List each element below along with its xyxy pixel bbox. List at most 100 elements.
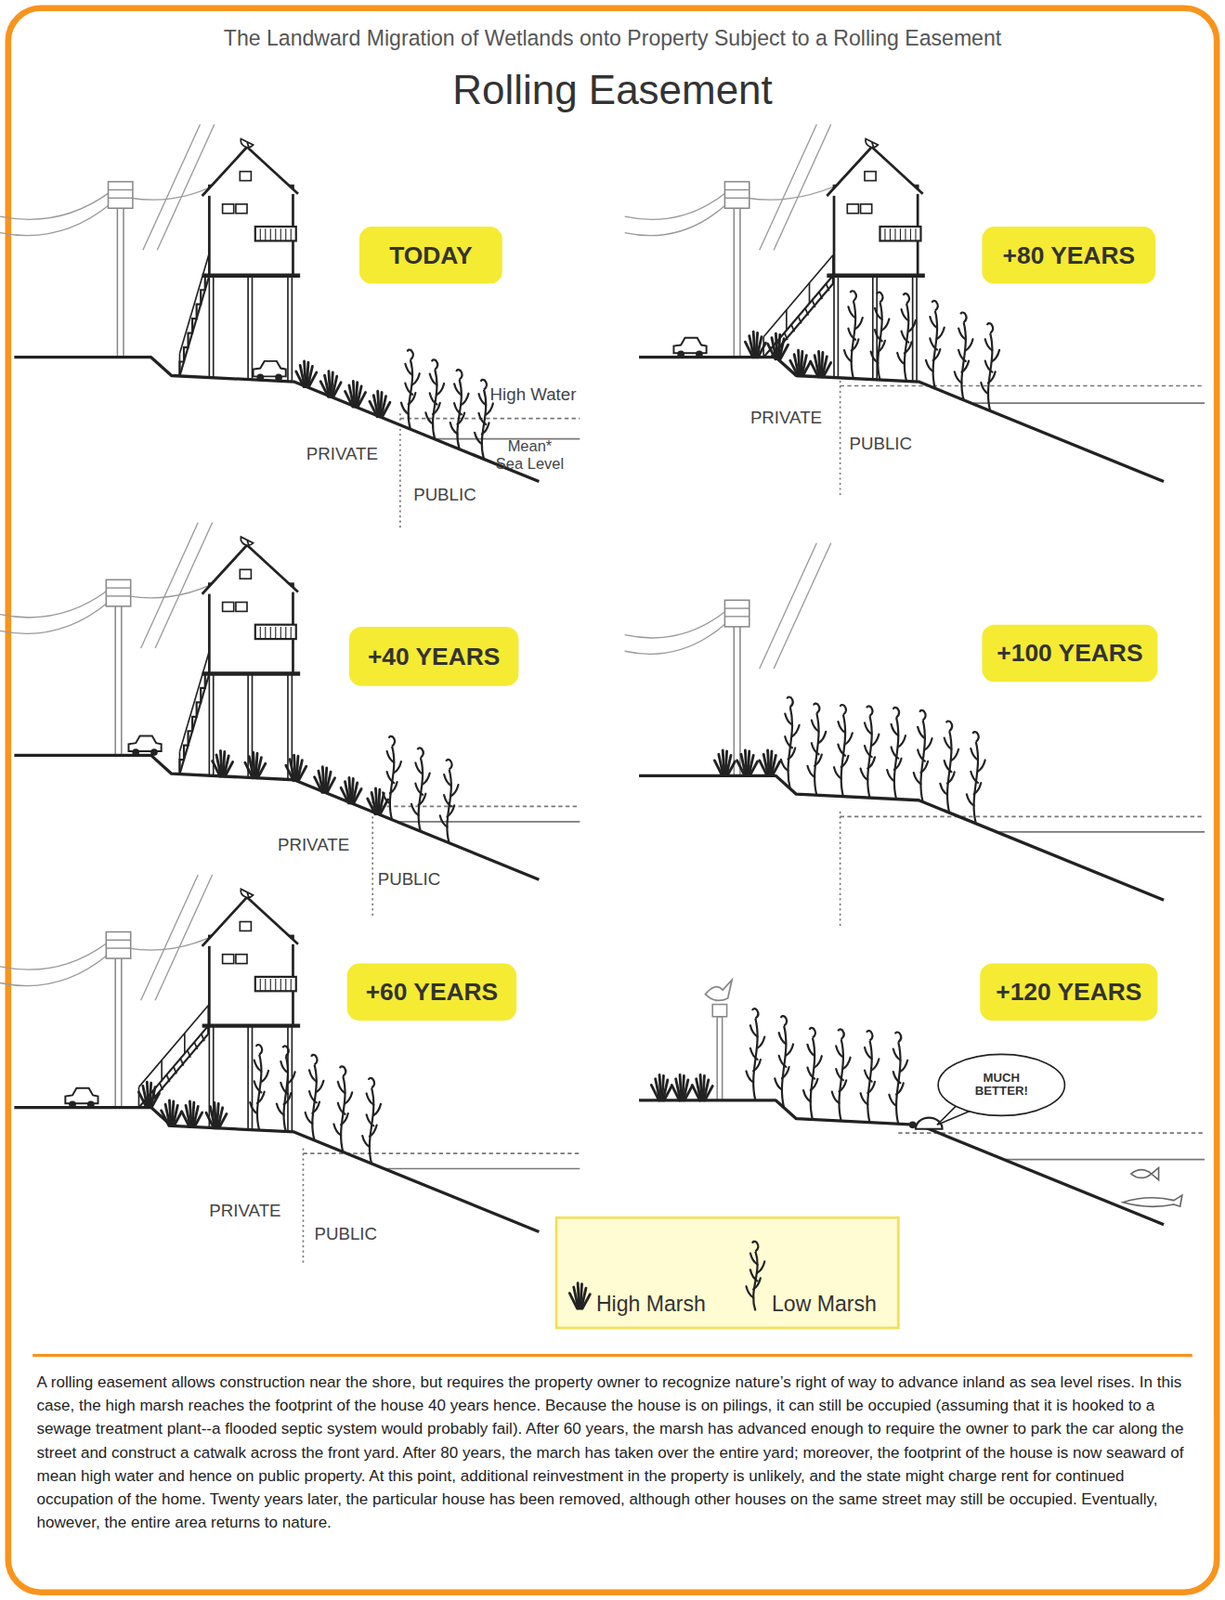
marsh-leaf <box>947 771 955 783</box>
marsh-leaf <box>366 1114 375 1126</box>
house-piling <box>247 1026 252 1131</box>
catwalk-hatch <box>825 284 829 292</box>
mean-sea-level-line <box>1003 1159 1205 1161</box>
marsh-leaf <box>839 1080 848 1092</box>
time-badge: +60 YEARS <box>347 964 517 1022</box>
utility-pole <box>625 124 854 358</box>
marsh-blade <box>722 750 725 776</box>
ground-line <box>638 775 1164 900</box>
low-marsh-plant <box>276 1045 296 1132</box>
catwalk-post <box>160 1060 163 1082</box>
power-wire <box>625 204 728 236</box>
marsh-leaf <box>280 1082 288 1095</box>
marsh-leaf <box>401 403 409 415</box>
balcony-bar <box>280 626 282 639</box>
marsh-leaf <box>991 350 1000 362</box>
house-roof <box>202 545 299 595</box>
utility-pole <box>705 979 733 1101</box>
balcony-bar <box>285 228 287 241</box>
high-marsh-plant <box>206 1102 227 1128</box>
low-marsh-plant <box>966 731 986 824</box>
marsh-blade <box>352 380 355 406</box>
pole-shaft <box>716 1016 722 1101</box>
balcony-bar <box>264 228 266 241</box>
marsh-leaf <box>877 340 886 352</box>
marsh-tip <box>850 290 857 301</box>
mean-sea-level-line <box>434 438 581 441</box>
marsh-blade <box>151 1093 159 1108</box>
marsh-leaf <box>474 432 483 444</box>
stair-steps <box>179 275 209 377</box>
marsh-leaf <box>257 1092 265 1104</box>
pole-detail <box>105 939 131 941</box>
marsh-leaf <box>373 1104 381 1116</box>
marsh-leaf <box>897 352 905 365</box>
stairs <box>179 253 209 377</box>
marsh-leaf <box>440 815 448 827</box>
car <box>65 1088 98 1108</box>
balcony-bar <box>270 978 272 991</box>
marsh-leaf <box>450 422 458 434</box>
stair-steps <box>179 673 209 774</box>
stairs <box>179 651 209 774</box>
marsh-leaf <box>925 738 933 750</box>
house-deck <box>202 273 301 278</box>
pole-box <box>712 1004 727 1017</box>
marsh-leaf <box>280 1061 288 1073</box>
marsh-blade <box>258 763 266 778</box>
low-marsh-plant <box>249 1044 269 1131</box>
car-body <box>128 735 161 751</box>
marsh-leaf <box>871 351 879 364</box>
pole-shaft <box>733 622 741 776</box>
stilt-house <box>202 536 301 780</box>
guy-line <box>773 124 832 250</box>
house-wall <box>208 936 293 1027</box>
marsh-blade <box>308 372 316 387</box>
car-wheel <box>68 1100 77 1108</box>
house-wall <box>834 185 918 276</box>
house-window <box>222 954 235 965</box>
power-wire <box>0 602 109 635</box>
marsh-leaf <box>425 412 433 424</box>
marsh-leaf <box>393 761 402 773</box>
property-boundary <box>839 811 842 929</box>
marsh-leaf <box>837 721 846 733</box>
marsh-leaf <box>901 309 910 321</box>
marsh-leaf <box>867 756 875 769</box>
marsh-leaf <box>411 804 419 816</box>
marsh-leaf <box>814 1055 822 1068</box>
marsh-leaf <box>864 722 873 734</box>
marsh-leaf <box>479 413 487 425</box>
property-boundary <box>371 801 374 919</box>
marsh-leaf <box>404 383 413 395</box>
marsh-leaf <box>422 773 431 785</box>
balcony-bar <box>260 978 261 991</box>
marsh-blade <box>822 362 831 377</box>
high-marsh-plant <box>810 351 832 377</box>
marsh-leaf <box>792 725 800 737</box>
high-marsh-plant <box>790 350 811 376</box>
power-wire <box>625 622 728 654</box>
marsh-leaf <box>951 749 959 761</box>
marsh-leaf <box>899 1060 908 1072</box>
high-marsh-plant <box>569 1283 590 1309</box>
marsh-leaf <box>807 766 815 778</box>
marsh-blade <box>727 761 735 776</box>
car-wheel <box>87 1100 95 1108</box>
marsh-tip <box>837 1029 844 1040</box>
satellite-dish <box>240 888 253 899</box>
catwalk-hatch <box>159 1082 163 1091</box>
balcony <box>255 625 297 639</box>
marsh-blade <box>798 350 801 376</box>
legend-label: Low Marsh <box>771 1292 877 1317</box>
car-wheel <box>131 748 140 756</box>
marsh-leaf <box>366 1093 375 1105</box>
turtle-head <box>909 1121 917 1130</box>
zone-label: High Water <box>490 384 577 404</box>
house-window <box>864 171 876 182</box>
marsh-tip <box>903 293 910 304</box>
marsh-blade <box>377 390 380 417</box>
high-marsh-plant <box>245 752 266 778</box>
marsh-blade <box>704 1086 713 1101</box>
marsh-blade <box>294 755 297 781</box>
